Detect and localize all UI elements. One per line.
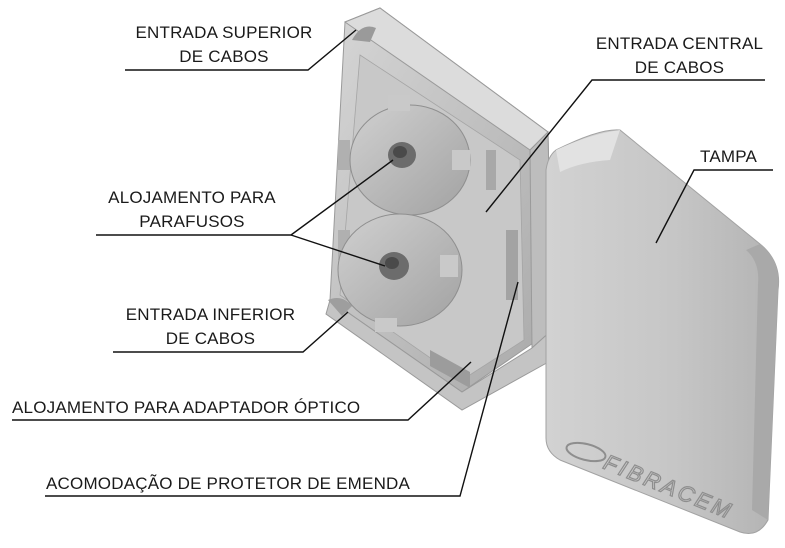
label-acomodacao-protetor: ACOMODAÇÃO DE PROTETOR DE EMENDA: [46, 474, 411, 493]
label-alojamento-parafusos-line2: PARAFUSOS: [139, 212, 245, 231]
label-entrada-superior-line1: ENTRADA SUPERIOR: [135, 23, 313, 42]
label-entrada-superior-line2: DE CABOS: [179, 47, 269, 66]
screw-seat-upper: [349, 95, 471, 216]
screw-seat-lower: [337, 213, 463, 332]
leader-lines: [12, 29, 773, 497]
label-tampa: TAMPA: [700, 147, 758, 166]
leader-tampa: [655, 169, 773, 244]
label-alojamento-parafusos-line1: ALOJAMENTO PARA: [108, 188, 276, 207]
leader-adaptador: [12, 361, 472, 421]
leader-entrada-inferior: [113, 311, 349, 353]
leader-entrada-central: [485, 79, 765, 213]
leader-protetor: [45, 281, 519, 497]
label-entrada-central-line1: ENTRADA CENTRAL: [595, 34, 764, 53]
base-housing: [325, 7, 553, 411]
label-entrada-central-line2: DE CABOS: [634, 58, 725, 77]
label-entrada-superior: ENTRADA SUPERIOR DE CABOS: [124, 21, 324, 69]
label-entrada-inferior: ENTRADA INFERIOR DE CABOS: [113, 303, 308, 351]
label-entrada-inferior-line1: ENTRADA INFERIOR: [125, 305, 296, 324]
leader-parafusos-2: [290, 234, 386, 267]
label-entrada-central: ENTRADA CENTRAL DE CABOS: [592, 32, 767, 80]
lid: FIBRACEM: [545, 129, 780, 534]
label-alojamento-parafusos: ALOJAMENTO PARA PARAFUSOS: [92, 186, 292, 234]
label-alojamento-adaptador: ALOJAMENTO PARA ADAPTADOR ÓPTICO: [12, 398, 361, 417]
label-entrada-inferior-line2: DE CABOS: [165, 329, 256, 348]
leader-entrada-superior: [125, 29, 357, 71]
